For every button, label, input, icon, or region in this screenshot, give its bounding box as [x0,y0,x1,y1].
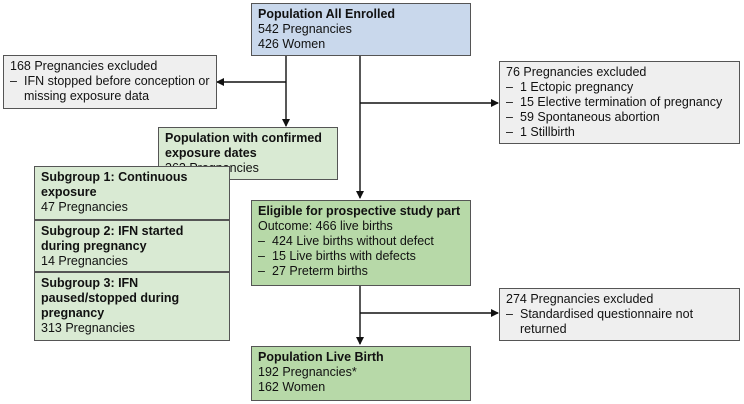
subgroup-3-box: Subgroup 3: IFN paused/stopped during pr… [34,272,230,341]
subgroup-2-title: Subgroup 2: IFN started during pregnancy [41,224,184,253]
eligible-title: Eligible for prospective study part [258,204,461,218]
live-birth-women: 162 Women [258,380,326,394]
subgroup-1-title: Subgroup 1: Continuous exposure [41,170,188,199]
subgroup-2-box: Subgroup 2: IFN started during pregnancy… [34,220,230,272]
excluded-right-item: 1 Stillbirth [506,125,733,140]
eligible-item: 15 Live births with defects [258,249,464,264]
excluded-bottom-box: 274 Pregnancies excluded Standardised qu… [499,288,740,341]
excluded-right-heading: 76 Pregnancies excluded [506,65,647,79]
eligible-item: 27 Preterm births [258,264,464,279]
confirmed-exposure-title: Population with confirmed exposure dates [165,131,322,160]
all-enrolled-title: Population All Enrolled [258,7,396,21]
subgroup-3-count: 313 Pregnancies [41,321,135,335]
eligible-item: 424 Live births without defect [258,234,464,249]
excluded-left-heading: 168 Pregnancies excluded [10,59,158,73]
live-birth-pregnancies: 192 Pregnancies* [258,365,357,379]
excluded-bottom-item: Standardised questionnaire not returned [506,307,733,337]
subgroup-3-title: Subgroup 3: IFN paused/stopped during pr… [41,276,180,320]
all-enrolled-women: 426 Women [258,37,326,51]
population-live-birth-box: Population Live Birth 192 Pregnancies* 1… [251,346,471,401]
excluded-right-box: 76 Pregnancies excluded 1 Ectopic pregna… [499,61,740,144]
excluded-bottom-heading: 274 Pregnancies excluded [506,292,654,306]
excluded-right-item: 15 Elective termination of pregnancy [506,95,733,110]
excluded-right-item: 59 Spontaneous abortion [506,110,733,125]
live-birth-title: Population Live Birth [258,350,384,364]
population-all-enrolled-box: Population All Enrolled 542 Pregnancies … [251,3,471,56]
excluded-right-item: 1 Ectopic pregnancy [506,80,733,95]
subgroup-2-count: 14 Pregnancies [41,254,128,268]
eligible-prospective-box: Eligible for prospective study part Outc… [251,200,471,286]
excluded-left-item: IFN stopped before conception or missing… [10,74,210,104]
eligible-outcome: Outcome: 466 live births [258,219,393,233]
all-enrolled-pregnancies: 542 Pregnancies [258,22,352,36]
excluded-left-box: 168 Pregnancies excluded IFN stopped bef… [3,55,217,109]
subgroup-1-count: 47 Pregnancies [41,200,128,214]
subgroup-1-box: Subgroup 1: Continuous exposure 47 Pregn… [34,166,230,220]
